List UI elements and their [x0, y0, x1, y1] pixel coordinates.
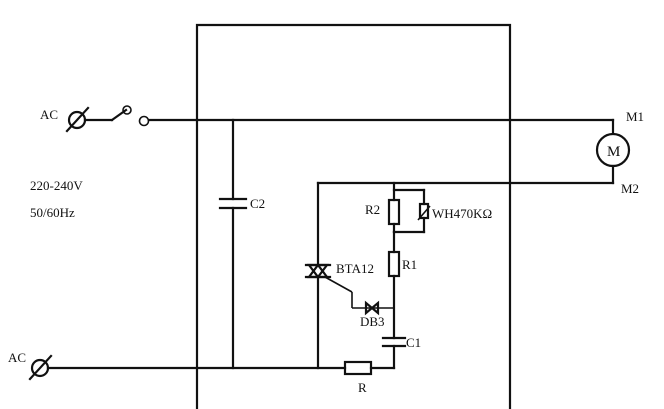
label-ac-bottom: AC — [8, 350, 26, 365]
capacitor-c2 — [218, 118, 248, 370]
label-r: R — [358, 380, 367, 395]
ac-terminal-top — [65, 106, 114, 133]
label-m1: M1 — [626, 109, 644, 124]
diac-db3 — [352, 300, 394, 316]
potentiometer-wh470k — [392, 188, 431, 234]
label-frequency: 50/60Hz — [30, 205, 75, 220]
enclosure-outline — [195, 23, 512, 409]
label-r2: R2 — [365, 202, 380, 217]
resistor-r1 — [387, 230, 401, 340]
label-c1: C1 — [406, 335, 421, 350]
label-wh470k: WH470KΩ — [432, 206, 492, 221]
label-db3: DB3 — [360, 314, 385, 329]
label-r1: R1 — [402, 257, 417, 272]
label-voltage: 220-240V — [30, 178, 83, 193]
motor — [595, 118, 631, 185]
label-ac-top: AC — [40, 107, 58, 122]
label-motor: M — [607, 144, 620, 160]
triac-bta12 — [304, 181, 353, 370]
capacitor-c1 — [381, 336, 407, 370]
label-c2: C2 — [250, 196, 265, 211]
switch — [110, 105, 150, 127]
label-bta12: BTA12 — [336, 261, 374, 276]
resistor-r2 — [387, 181, 401, 234]
resistor-r — [343, 360, 396, 376]
label-m2: M2 — [621, 181, 639, 196]
